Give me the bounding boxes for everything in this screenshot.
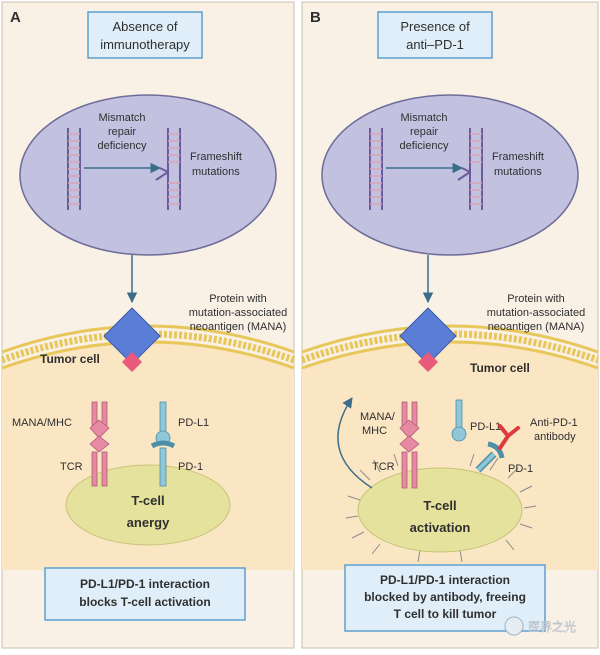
panel-a-protein-line1: Protein with (209, 293, 266, 305)
panel-a-tcell-line2: anergy (127, 515, 170, 530)
panel-a-mana-mhc-label: MANA/MHC (12, 417, 72, 429)
panel-a: A Absence of immunotherapy (0, 1, 296, 649)
panel-b-anti-line1: Anti-PD-1 (530, 417, 578, 429)
panel-a-neoantigen-icon (122, 352, 142, 372)
panel-b-footer-line1: PD-L1/PD-1 interaction (380, 573, 510, 587)
panel-b-mana-line1: MANA/ (360, 411, 396, 423)
panel-b-pdl1 (451, 399, 467, 442)
panel-a-mismatch-line2: repair (108, 126, 136, 138)
panel-a-nucleus (19, 94, 277, 256)
panel-b-activation-arrow (337, 397, 373, 489)
panel-a-mismatch-line1: Mismatch (98, 112, 145, 124)
panel-b-tcell-spikes (345, 453, 537, 563)
panel-b-tcell-line2: activation (410, 520, 471, 535)
panel-a-letter: A (10, 9, 21, 26)
panel-a-pdl1-label: PD-L1 (178, 417, 209, 429)
panel-b-protein-line1: Protein with (507, 293, 564, 305)
watermark: 医界之光 (504, 616, 576, 636)
panel-b-neoantigen-icon (418, 352, 438, 372)
panel-b-anti-line2: antibody (534, 431, 576, 443)
panel-a-footer-line2: blocks T-cell activation (79, 595, 210, 609)
panel-b-dna-right (457, 128, 483, 210)
panel-a-frameshift-line2: mutations (192, 166, 240, 178)
panel-b: B Presence of anti–PD-1 (300, 1, 600, 649)
panel-b-mhc-tcr-complex (399, 401, 420, 489)
panel-b-antibody-icon (498, 424, 520, 450)
panel-a-pdl1-pd1-complex (150, 401, 176, 487)
panel-b-nucleus (321, 94, 579, 256)
panel-a-frameshift-line1: Frameshift (190, 151, 242, 163)
panel-b-mismatch-line3: deficiency (400, 140, 449, 152)
panel-a-protein-line2: mutation-associated (189, 307, 287, 319)
panel-b-dna-left (369, 128, 383, 210)
panel-a-mismatch-line3: deficiency (98, 140, 147, 152)
panel-b-tcell (357, 467, 523, 553)
panel-b-protein-line3: neoantigen (MANA) (488, 321, 585, 333)
panel-b-mismatch-line1: Mismatch (400, 112, 447, 124)
panel-b-tcell-line1: T-cell (423, 498, 456, 513)
panel-a-footer-box (44, 567, 246, 621)
panel-b-tumor-cell-label: Tumor cell (470, 361, 530, 375)
panel-b-tcr-label: TCR (372, 461, 395, 473)
panel-b-letter: B (310, 9, 321, 26)
panel-a-tcell-line1: T-cell (131, 493, 164, 508)
watermark-logo-icon (504, 616, 524, 636)
panel-b-frameshift-line2: mutations (494, 166, 542, 178)
panel-a-protein-line3: neoantigen (MANA) (190, 321, 287, 333)
panel-b-header-line2: anti–PD-1 (406, 37, 464, 52)
panel-a-header-box (87, 11, 203, 59)
panel-b-mismatch-line2: repair (410, 126, 438, 138)
panel-b-pd1 (475, 441, 505, 473)
panel-b-footer-line2: blocked by antibody, freeing (364, 590, 526, 604)
panel-b-membrane-outer (301, 324, 599, 354)
panel-a-pd1-label: PD-1 (178, 461, 203, 473)
panel-b-mana-line2: MHC (362, 425, 387, 437)
panel-a-header-line1: Absence of (112, 19, 177, 34)
panel-b-header-line1: Presence of (400, 19, 470, 34)
panel-a-footer-line1: PD-L1/PD-1 interaction (80, 577, 210, 591)
panel-b-header-box (377, 11, 493, 59)
watermark-text: 医界之光 (528, 620, 576, 634)
panel-b-pd1-label: PD-1 (508, 463, 533, 475)
panel-a-dna-right (155, 128, 181, 210)
panel-a-tcr-label: TCR (60, 461, 83, 473)
panel-a-mhc-tcr-complex (89, 401, 110, 487)
panel-a-header-line2: immunotherapy (100, 37, 190, 52)
panel-a-tumor-cell-label: Tumor cell (40, 352, 100, 366)
panel-b-frameshift-line1: Frameshift (492, 151, 544, 163)
panel-a-dna-left (67, 128, 81, 210)
panel-b-protein-line2: mutation-associated (487, 307, 585, 319)
panel-b-pdl1-label: PD-L1 (470, 421, 501, 433)
panel-b-footer-line3: T cell to kill tumor (394, 607, 497, 621)
